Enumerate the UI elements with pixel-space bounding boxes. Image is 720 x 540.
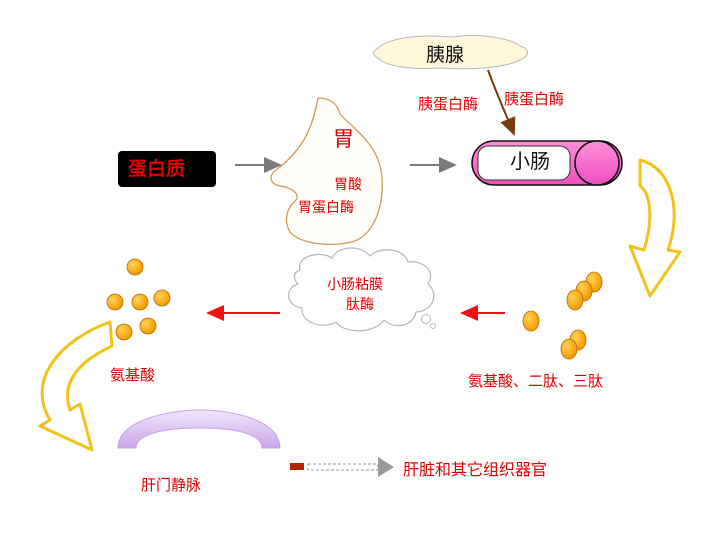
pancreas-label: 胰腺	[426, 44, 465, 66]
protein-box	[118, 151, 216, 187]
stomach-label: 胃	[333, 127, 354, 151]
amino-ball	[131, 293, 149, 311]
arrow-to-liver	[290, 457, 394, 477]
gastric-acid-label: 胃酸	[334, 177, 362, 193]
pancreas-shape	[373, 35, 528, 70]
intestine-label-bar	[477, 145, 571, 181]
mucosa-cloud-tail-2	[430, 323, 436, 329]
amino-ball	[139, 317, 157, 335]
peptide-ball	[522, 310, 540, 332]
protein-label: 蛋白质	[128, 158, 186, 180]
intestine-end-cap	[574, 140, 620, 186]
mucosa-label-line1: 小肠粘膜	[327, 277, 383, 293]
amino-ball	[106, 293, 124, 311]
portal-vein-shape	[117, 409, 281, 449]
amino-acid-balls	[106, 258, 171, 341]
pancreatic-protease-label-right: 胰蛋白酶	[504, 90, 565, 108]
portal-vein-label: 肝门静脉	[141, 476, 202, 494]
amino-ball	[115, 323, 133, 341]
left-curved-arrow	[38, 320, 114, 452]
peptide-ball	[566, 289, 584, 311]
small-intestine-label: 小肠	[510, 149, 550, 173]
peptide-balls	[522, 271, 603, 360]
pancreas-enzyme-arrow	[487, 69, 516, 136]
right-curved-arrow	[628, 158, 682, 298]
mucosa-label-line2: 肽酶	[346, 297, 374, 313]
amino-ball	[126, 258, 144, 276]
liver-organs-label: 肝脏和其它组织器官	[403, 460, 548, 479]
amino-acids-label: 氨基酸	[110, 366, 156, 384]
stomach-shape	[270, 97, 383, 245]
mucosa-cloud-tail-1	[421, 314, 431, 324]
amino-ball	[153, 289, 171, 307]
amino-acids-peptides-label: 氨基酸、二肽、三肽	[468, 372, 604, 390]
peptide-ball	[560, 338, 578, 360]
mucosa-cloud	[288, 247, 435, 332]
pancreatic-protease-label-left: 胰蛋白酶	[418, 95, 479, 113]
pepsin-label: 胃蛋白酶	[298, 200, 354, 216]
